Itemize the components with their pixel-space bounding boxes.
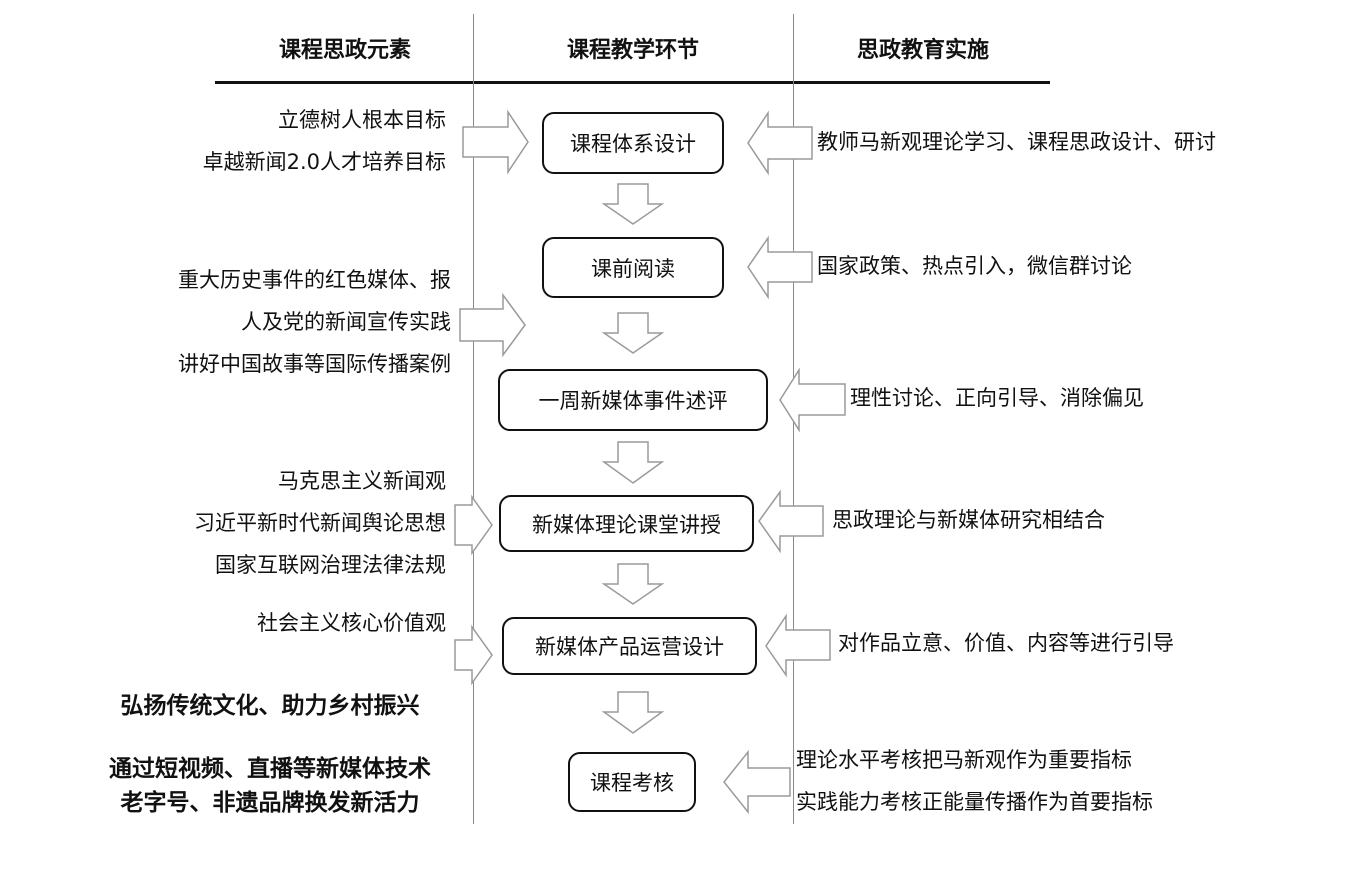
element-group-theory: 马克思主义新闻观 习近平新时代新闻舆论思想 国家互联网治理法律法规	[194, 460, 446, 586]
element-item: 国家互联网治理法律法规	[215, 553, 446, 577]
step-product-operation-design: 新媒体产品运营设计	[502, 617, 757, 675]
down-arrow-icon	[601, 563, 665, 605]
element-group-media-tech: 通过短视频、直播等新媒体技术 老字号、非遗品牌换发新活力	[70, 752, 470, 820]
element-item: 通过短视频、直播等新媒体技术	[109, 756, 431, 782]
left-arrow-icon	[723, 749, 791, 815]
implementation-item: 理论水平考核把马新观作为重要指标	[796, 748, 1132, 772]
implementation-item: 教师马新观理论学习、课程思政设计、研讨	[817, 130, 1216, 154]
left-arrow-icon	[758, 489, 824, 554]
header-course-elements: 课程思政元素	[278, 38, 411, 63]
implementation-item: 对作品立意、价值、内容等进行引导	[838, 631, 1174, 655]
header-rule	[215, 81, 1050, 84]
step-pre-class-reading: 课前阅读	[542, 237, 724, 298]
right-arrow-icon	[454, 624, 493, 686]
element-item: 立德树人根本目标	[278, 108, 446, 132]
element-group-culture: 弘扬传统文化、助力乡村振兴	[80, 686, 460, 720]
left-arrow-icon	[747, 235, 813, 300]
element-group-goals: 立德树人根本目标 卓越新闻2.0人才培养目标	[203, 99, 446, 183]
left-arrow-icon	[747, 110, 813, 176]
element-group-values: 社会主义核心价值观	[257, 602, 446, 644]
step-label: 新媒体产品运营设计	[535, 635, 724, 659]
element-item: 讲好中国故事等国际传播案例	[178, 352, 451, 376]
step-theory-lecture: 新媒体理论课堂讲授	[499, 495, 754, 552]
element-item: 卓越新闻2.0人才培养目标	[202, 150, 446, 174]
implementation-item: 实践能力考核正能量传播作为首要指标	[796, 790, 1153, 814]
step-label: 新媒体理论课堂讲授	[532, 512, 721, 537]
implementation-assessment: 理论水平考核把马新观作为重要指标 实践能力考核正能量传播作为首要指标	[796, 739, 1153, 823]
right-arrow-icon	[459, 292, 526, 358]
header-implementation: 思政教育实施	[856, 38, 989, 63]
implementation-item: 思政理论与新媒体研究相结合	[832, 508, 1105, 532]
left-arrow-icon	[765, 613, 831, 678]
element-item: 社会主义核心价值观	[257, 611, 446, 635]
element-group-history: 重大历史事件的红色媒体、报 人及党的新闻宣传实践 讲好中国故事等国际传播案例	[178, 259, 451, 385]
step-label: 课前阅读	[591, 256, 675, 281]
step-course-assessment: 课程考核	[568, 752, 696, 812]
step-course-system-design: 课程体系设计	[542, 112, 724, 174]
down-arrow-icon	[601, 312, 665, 354]
header-teaching-steps: 课程教学环节	[566, 38, 699, 63]
left-arrow-icon	[779, 367, 846, 433]
down-arrow-icon	[601, 183, 665, 225]
step-label: 课程体系设计	[570, 132, 696, 156]
implementation-item: 理性讨论、正向引导、消除偏见	[850, 386, 1144, 410]
right-arrow-icon	[462, 109, 529, 175]
element-item: 人及党的新闻宣传实践	[241, 310, 451, 334]
right-arrow-icon	[454, 494, 493, 556]
element-item: 老字号、非遗品牌换发新活力	[120, 790, 420, 816]
down-arrow-icon	[601, 691, 665, 734]
column-divider-left	[473, 14, 474, 824]
element-item: 弘扬传统文化、助力乡村振兴	[120, 693, 420, 719]
step-label: 一周新媒体事件述评	[538, 389, 728, 413]
step-weekly-new-media-review: 一周新媒体事件述评	[498, 369, 768, 431]
implementation-item: 国家政策、热点引入，微信群讨论	[817, 254, 1132, 278]
element-item: 马克思主义新闻观	[278, 469, 446, 493]
element-item: 重大历史事件的红色媒体、报	[178, 268, 451, 292]
step-label: 课程考核	[590, 771, 674, 795]
down-arrow-icon	[601, 441, 665, 484]
element-item: 习近平新时代新闻舆论思想	[194, 511, 446, 535]
